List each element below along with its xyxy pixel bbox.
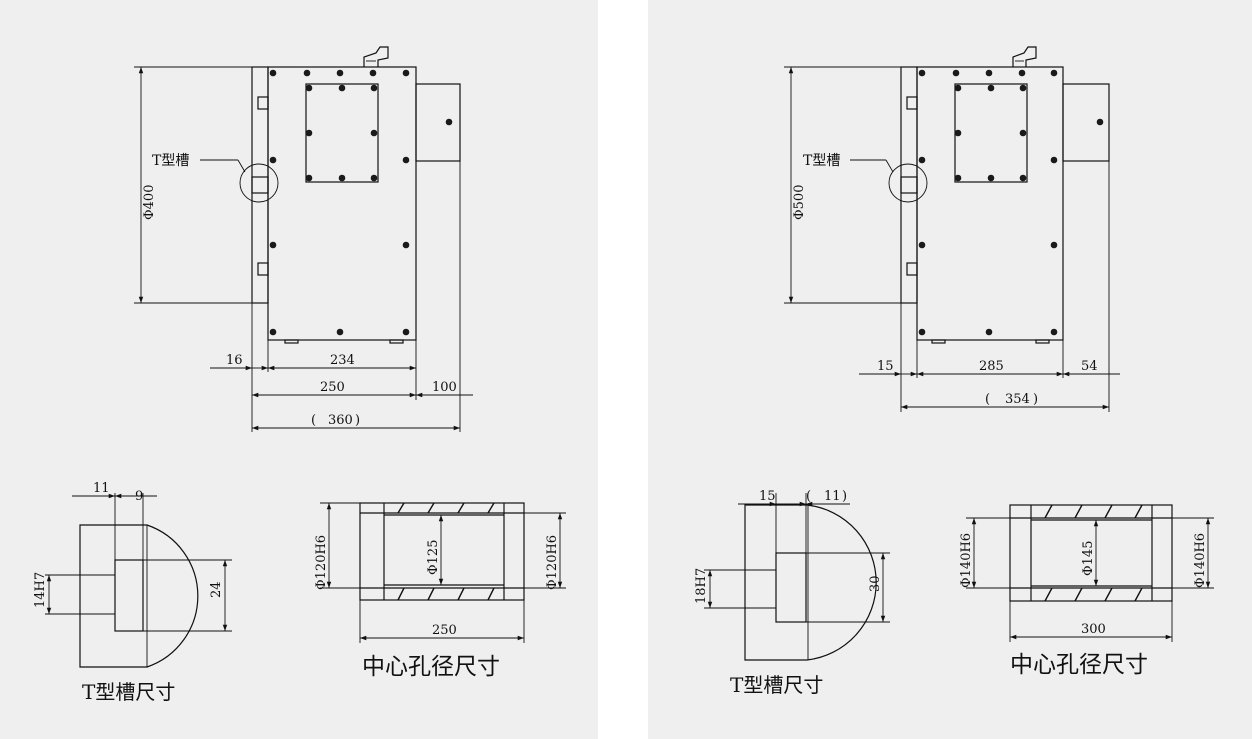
- right-drawing-panel: [648, 0, 1252, 739]
- right-diameter-label: Φ500: [792, 185, 807, 220]
- left-dim-16: 16: [226, 353, 243, 368]
- right-tslot-h18: 18H7: [694, 568, 709, 604]
- right-bore-length: 300: [1081, 622, 1106, 637]
- svg-text:): ): [355, 413, 360, 428]
- left-tslot-h24: 24: [209, 581, 224, 598]
- left-tslot-caption: T型槽尺寸: [82, 680, 175, 704]
- right-dim-285: 285: [979, 359, 1004, 374]
- left-tslot-w11: 11: [93, 481, 110, 496]
- left-dim-250: 250: [320, 380, 345, 395]
- left-dim-100: 100: [432, 380, 457, 395]
- right-tslot-w15: 15: [759, 489, 776, 504]
- left-tslot-h14: 14H7: [33, 572, 48, 608]
- left-dim-360: 360: [328, 413, 353, 428]
- right-bore-d1: Φ140H6: [959, 533, 974, 588]
- left-tslot-label: T型槽: [152, 153, 189, 169]
- right-tslot-h30: 30: [868, 575, 883, 592]
- right-main-view: Φ500 T型槽 15 285 54 ( 354 ): [784, 46, 1120, 412]
- svg-text:): ): [1033, 392, 1038, 407]
- right-bore-detail: Φ140H6 Φ145 Φ140H6 300 中心孔径尺寸: [959, 504, 1214, 678]
- right-tslot-callout-circle: [888, 163, 928, 203]
- right-dim-354: 354: [1005, 392, 1030, 407]
- right-bore-dmid: Φ145: [1081, 541, 1096, 576]
- right-bore-d2: Φ140H6: [1193, 533, 1208, 588]
- right-dim-15: 15: [877, 359, 894, 374]
- left-dim-234: 234: [330, 353, 355, 368]
- svg-text:): ): [842, 489, 847, 504]
- left-bore-dmid: Φ125: [426, 540, 441, 575]
- svg-text:(: (: [311, 413, 316, 428]
- right-tslot-detail: 15 ( 11 ) 18H7 30 T型槽尺寸: [694, 489, 890, 697]
- left-bore-length: 250: [432, 623, 457, 638]
- left-bore-d2: Φ120H6: [545, 535, 560, 590]
- right-bore-caption: 中心孔径尺寸: [1010, 652, 1148, 678]
- right-tslot-caption: T型槽尺寸: [730, 673, 823, 697]
- left-main-view: Φ400 T型槽 16 234 250 100 ( 360 ): [134, 46, 473, 432]
- left-bore-caption: 中心孔径尺寸: [362, 654, 500, 680]
- right-tslot-label: T型槽: [803, 153, 840, 169]
- left-tslot-detail: 11 9 14H7 24 T型槽尺寸: [33, 481, 232, 704]
- left-tslot-w9: 9: [135, 489, 143, 504]
- left-diameter-label: Φ400: [142, 185, 157, 220]
- left-tslot-callout-circle: [239, 163, 279, 203]
- svg-text:(: (: [806, 489, 811, 504]
- svg-text:(: (: [985, 392, 990, 407]
- left-bore-d1: Φ120H6: [314, 535, 329, 590]
- right-dim-54: 54: [1081, 359, 1098, 374]
- right-tslot-w11: 11: [824, 489, 841, 504]
- left-bore-detail: Φ120H6 Φ125 Φ120H6 250 中心孔径尺寸: [314, 502, 566, 680]
